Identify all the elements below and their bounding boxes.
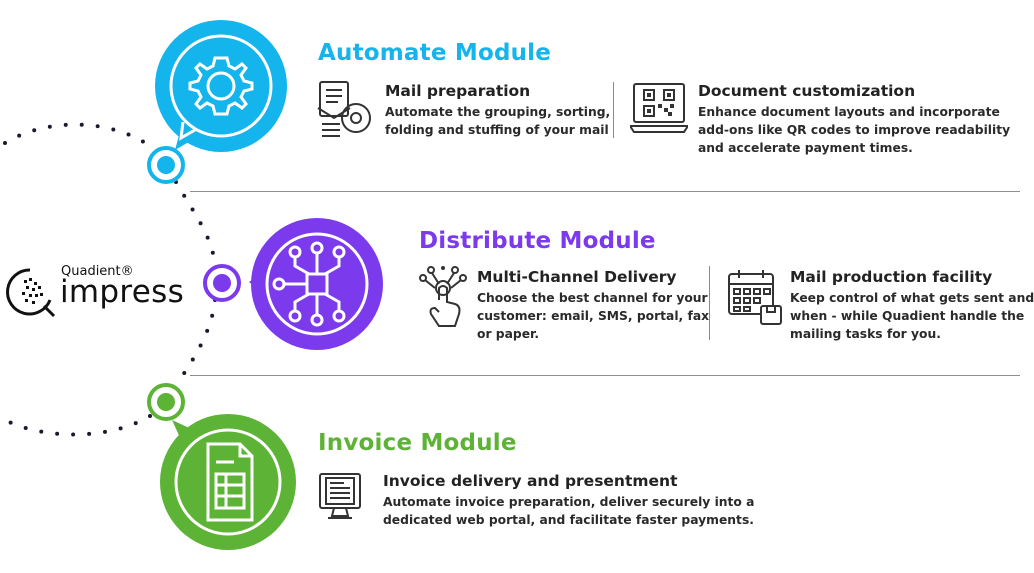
automate-ring-node — [147, 146, 185, 184]
automate-feature-divider — [613, 82, 614, 138]
invoice-document-icon — [206, 442, 254, 522]
invoice-ring-node — [147, 383, 185, 421]
distribute-ring-node — [203, 264, 241, 302]
quadient-logo: Quadient® impress — [4, 262, 184, 322]
logo-product: impress — [60, 274, 185, 310]
mail-preparation-icon — [317, 81, 371, 137]
automate-module-title: Automate Module — [318, 40, 552, 66]
feature-title-document-customization: Document customization — [698, 82, 916, 100]
feature-desc-invoice-delivery: Automate invoice preparation, deliver se… — [383, 495, 755, 527]
distribute-module-badge — [249, 216, 385, 352]
network-hub-icon — [272, 241, 346, 327]
touch-network-icon — [419, 266, 467, 327]
distribute-feature-divider — [709, 266, 710, 340]
divider-distribute-invoice — [190, 375, 1020, 376]
feature-desc-mail-preparation: Automate the grouping, sorting, folding … — [385, 105, 611, 137]
calendar-package-icon — [728, 270, 782, 325]
invoice-module-title: Invoice Module — [318, 430, 517, 456]
feature-title-invoice-delivery: Invoice delivery and presentment — [383, 472, 678, 490]
invoice-monitor-icon — [319, 473, 361, 519]
automate-module-badge — [153, 18, 289, 154]
feature-desc-multi-channel-delivery: Choose the best channel for your custome… — [477, 291, 710, 341]
invoice-module-badge — [158, 412, 298, 552]
feature-desc-document-customization: Enhance document layouts and incorporate… — [698, 105, 1011, 155]
qr-laptop-icon — [630, 83, 688, 133]
distribute-module-title: Distribute Module — [419, 228, 656, 254]
feature-title-mail-production-facility: Mail production facility — [790, 268, 993, 286]
logo-brand: Quadient® — [61, 264, 134, 279]
gear-icon — [188, 56, 254, 116]
divider-automate-distribute — [190, 191, 1020, 192]
feature-title-multi-channel-delivery: Multi-Channel Delivery — [477, 268, 677, 286]
feature-title-mail-preparation: Mail preparation — [385, 82, 531, 100]
quadient-logo-mark-icon — [6, 268, 56, 318]
feature-desc-mail-production-facility: Keep control of what gets sent and when … — [790, 291, 1034, 341]
